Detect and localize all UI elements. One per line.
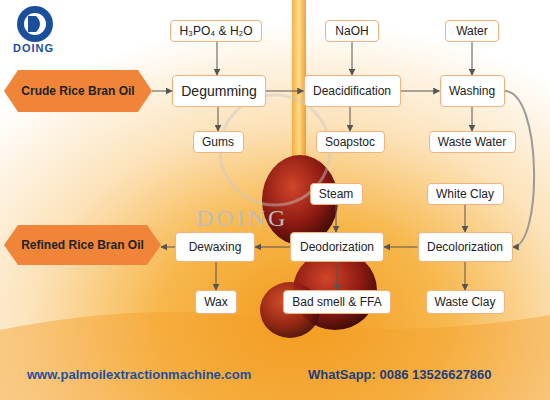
flow-arrow: [350, 107, 351, 131]
node-text: Waste Clay: [435, 295, 496, 309]
start-hexagon: Crude Rice Bran Oil: [4, 70, 152, 112]
node-text: Soapstoc: [325, 135, 375, 149]
node-text: Bad smell & FFA: [292, 295, 381, 309]
website-url: www.palmoilextractionmachine.com: [27, 367, 251, 382]
input-box: H₃PO₄ & H₂O: [170, 20, 262, 42]
node-text: Water: [456, 24, 488, 38]
process-box: Decolorization: [418, 232, 513, 262]
hexagon-fill: [4, 225, 161, 265]
logo-text: DOING: [13, 42, 54, 54]
flow-arrow: [352, 42, 353, 75]
flow-arrow: [336, 205, 337, 232]
node-text: Degumming: [181, 83, 256, 99]
flow-arrow: [218, 107, 219, 131]
node-text: Crude Rice Bran Oil: [21, 84, 134, 98]
process-box: Deodorization: [290, 232, 384, 262]
hexagon-fill: [4, 70, 152, 112]
flow-arrow: [337, 262, 338, 290]
flow-arrow: [472, 107, 473, 131]
node-text: Gums: [202, 135, 234, 149]
flow-arrow: [266, 91, 304, 92]
output-box: Soapstoc: [316, 131, 385, 153]
node-text: White Clay: [436, 187, 494, 201]
contact-number: WhatSapp: 0086 13526627860: [308, 367, 492, 382]
node-text: Wax: [204, 295, 228, 309]
flow-arrow: [152, 91, 172, 92]
process-box: Degumming: [172, 75, 266, 107]
flow-arrow: [401, 91, 440, 92]
input-box: White Clay: [427, 183, 504, 205]
node-text: Waste Water: [438, 135, 506, 149]
output-box: Bad smell & FFA: [283, 290, 391, 314]
node-text: Dewaxing: [189, 240, 242, 254]
output-box: Waste Clay: [426, 290, 505, 314]
input-box: NaOH: [325, 20, 379, 42]
flow-arrow: [255, 247, 290, 248]
process-box: Dewaxing: [175, 232, 255, 262]
flow-arrow: [465, 205, 466, 232]
node-text: Deacidification: [313, 84, 391, 98]
node-text: Steam: [319, 187, 354, 201]
node-text: Washing: [449, 84, 495, 98]
node-text: Refined Rice Bran Oil: [21, 238, 144, 252]
flow-arrow: [217, 42, 218, 75]
curved-arrow: [505, 91, 535, 247]
node-text: Deodorization: [300, 240, 374, 254]
output-box: Wax: [195, 290, 237, 314]
end-hexagon: Refined Rice Bran Oil: [4, 225, 161, 265]
flow-arrow: [216, 262, 217, 290]
output-box: Gums: [193, 131, 244, 153]
output-box: Waste Water: [429, 131, 516, 153]
watermark: DOING: [196, 205, 288, 232]
node-text: H₃PO₄ & H₂O: [179, 24, 252, 38]
node-text: NaOH: [335, 24, 368, 38]
flow-arrow: [465, 262, 466, 290]
flow-arrow: [384, 247, 418, 248]
flow-arrow: [472, 42, 473, 75]
node-text: Decolorization: [427, 240, 503, 254]
flow-arrow: [161, 247, 175, 248]
logo-icon: [17, 6, 53, 42]
input-box: Steam: [310, 183, 363, 205]
input-box: Water: [445, 20, 499, 42]
process-box: Washing: [440, 75, 505, 107]
process-box: Deacidification: [304, 75, 401, 107]
